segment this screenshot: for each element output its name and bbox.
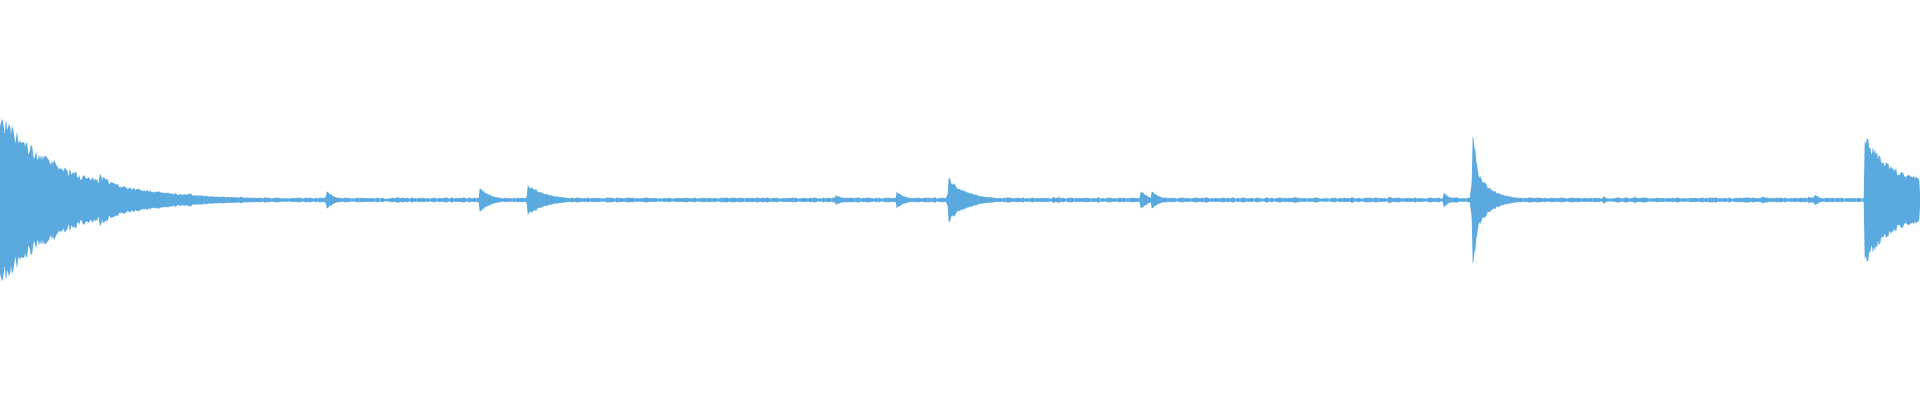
waveform-bottom-envelope [0,199,1920,282]
waveform-top-envelope [0,118,1920,201]
